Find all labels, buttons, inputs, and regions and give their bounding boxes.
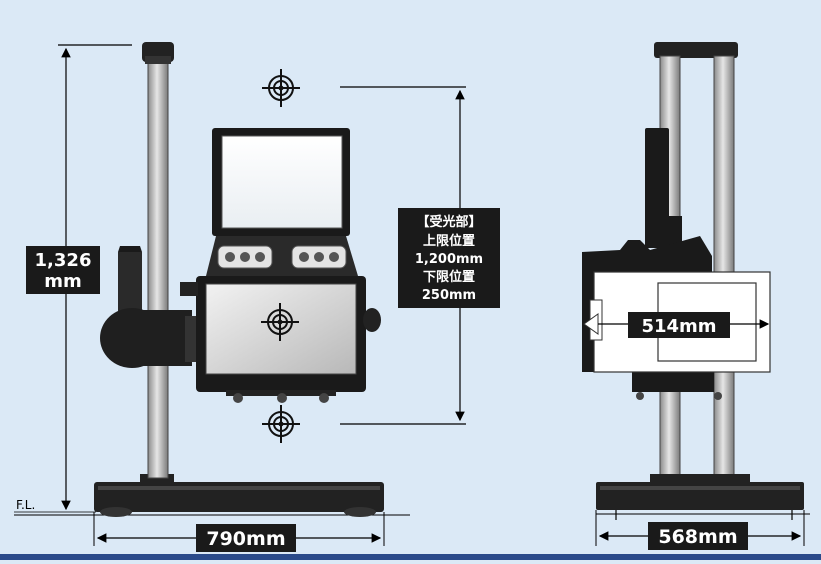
side-width-value: 568mm [658,526,737,548]
vertical-pole-front [142,42,174,479]
side-width-dimension: 568mm [595,510,805,550]
side-depth-dimension: 514mm [598,312,770,338]
receiver-lower-label: 下限位置 [423,269,475,285]
machine-base-front [94,474,384,517]
height-unit: mm [44,271,82,292]
receiver-lower-value: 250mm [422,288,476,303]
floor-line: F.L. [14,498,410,516]
height-value: 1,326 [35,250,92,271]
front-view: 1,326 mm F.L. [14,42,500,552]
side-monitor [645,128,682,248]
front-width-value: 790mm [206,528,285,550]
receiver-upper-label: 上限位置 [423,233,475,249]
side-top-handle [654,42,738,58]
control-panel [206,236,358,276]
lens-housing [100,246,205,368]
receiver-note: 【受光部】 上限位置 1,200mm 下限位置 250mm [398,208,500,308]
bottom-bar [0,554,821,560]
crosshair-target-icon [261,404,301,444]
floor-level-label: F.L. [16,498,35,512]
side-base [596,474,810,520]
side-view: 514mm 568mm [582,42,810,550]
front-width-dimension: 790mm [93,512,385,552]
side-depth-value: 514mm [641,316,716,337]
receiver-upper-value: 1,200mm [415,252,483,267]
receiver-note-title: 【受光部】 [416,214,481,230]
crosshair-target-icon [261,68,301,108]
monitor-front [212,128,350,236]
height-label: 1,326 mm [26,246,100,294]
